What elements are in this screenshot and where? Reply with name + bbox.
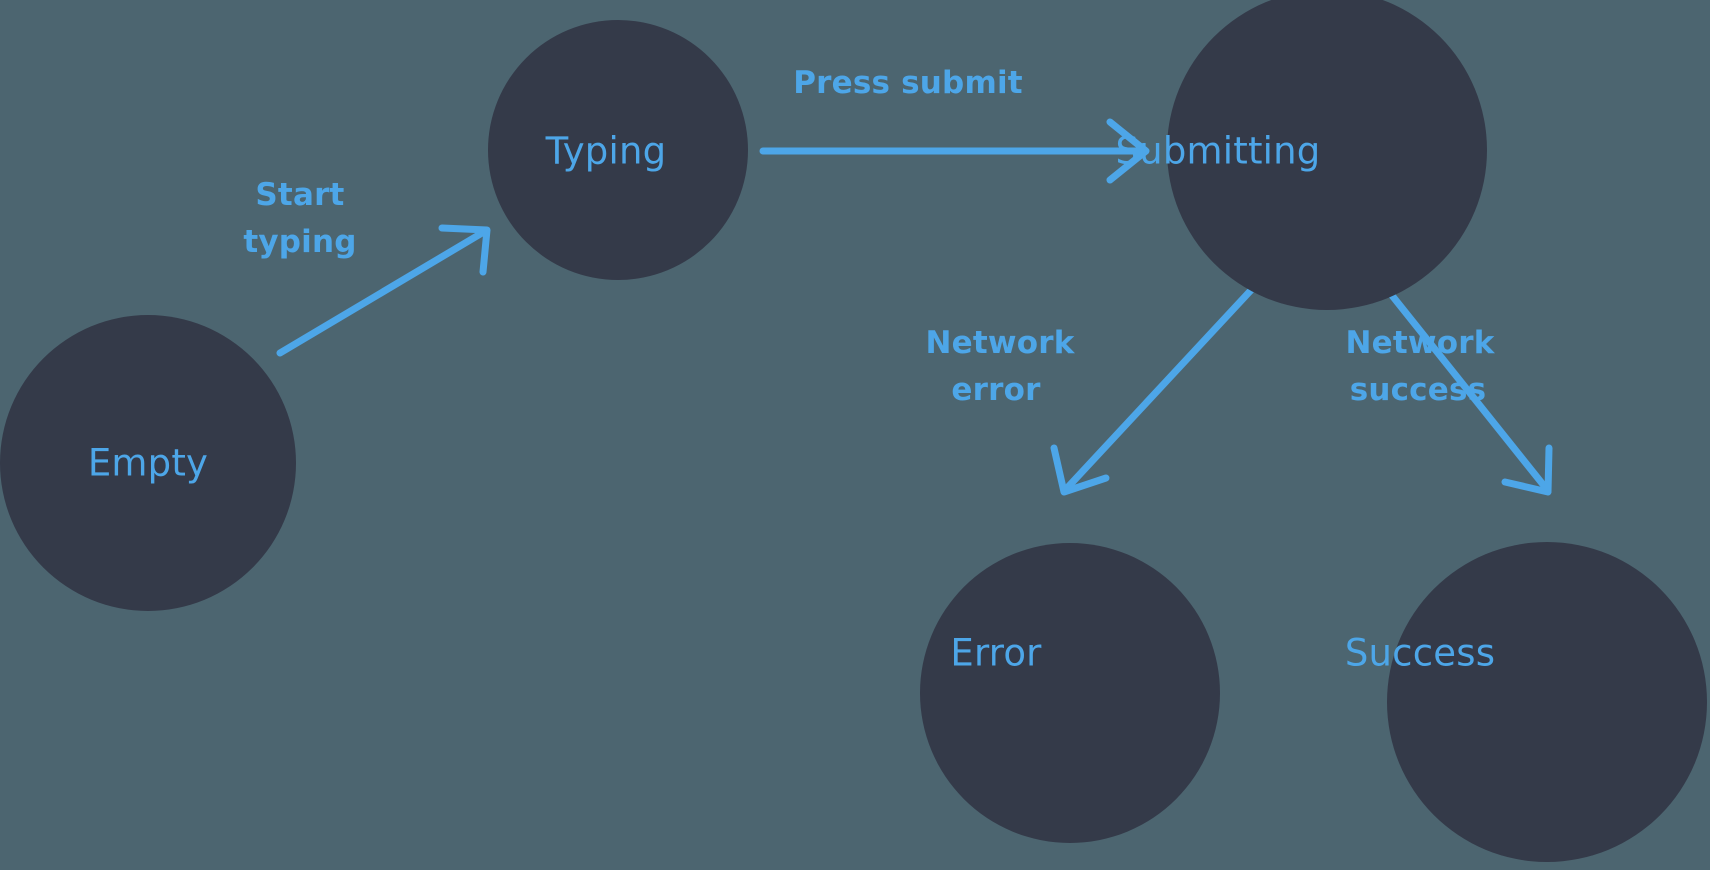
node-error[interactable]: Error xyxy=(920,543,1220,843)
edge-label-network-error-line2: error xyxy=(951,372,1041,408)
node-empty[interactable]: Empty xyxy=(0,315,296,611)
node-submitting-label: Submitting xyxy=(1116,130,1321,173)
edge-label-start-typing-line2: typing xyxy=(243,224,356,260)
edge-label-start-typing: Start typing xyxy=(243,177,356,260)
node-success-label: Success xyxy=(1345,632,1495,675)
node-submitting-circle[interactable] xyxy=(1167,0,1487,310)
edge-start-typing xyxy=(276,224,491,357)
edge-press-submit-arrowhead xyxy=(1106,118,1150,184)
node-empty-circle[interactable] xyxy=(0,315,296,611)
edge-start-typing-arrowhead xyxy=(438,224,491,276)
edge-label-start-typing-line1: Start xyxy=(255,177,344,213)
edge-label-network-success-line2: success xyxy=(1350,372,1487,408)
edge-label-press-submit: Press submit xyxy=(793,65,1023,101)
edge-label-network-success: Network success xyxy=(1345,325,1495,408)
node-error-label: Error xyxy=(950,632,1042,675)
edge-network-error-arrowhead xyxy=(1050,444,1110,496)
node-typing-label: Typing xyxy=(545,130,667,173)
edge-start-typing-line xyxy=(276,229,486,357)
edge-network-success xyxy=(1382,284,1553,496)
node-typing[interactable]: Typing xyxy=(488,20,748,280)
edge-label-press-submit-line1: Press submit xyxy=(793,65,1023,101)
edge-label-network-error-line1: Network xyxy=(925,325,1075,361)
edge-label-network-success-line1: Network xyxy=(1345,325,1495,361)
edge-press-submit xyxy=(759,118,1150,184)
edge-network-success-line xyxy=(1382,284,1549,491)
edge-network-success-arrowhead xyxy=(1501,444,1553,496)
node-error-circle[interactable] xyxy=(920,543,1220,843)
node-submitting[interactable]: Submitting xyxy=(1116,0,1487,310)
edge-network-error xyxy=(1050,284,1257,496)
node-success-circle[interactable] xyxy=(1387,542,1707,862)
node-empty-label: Empty xyxy=(88,442,208,485)
edge-network-error-line xyxy=(1064,284,1257,491)
node-success[interactable]: Success xyxy=(1345,542,1707,862)
node-typing-circle[interactable] xyxy=(488,20,748,280)
edge-label-network-error: Network error xyxy=(925,325,1075,408)
